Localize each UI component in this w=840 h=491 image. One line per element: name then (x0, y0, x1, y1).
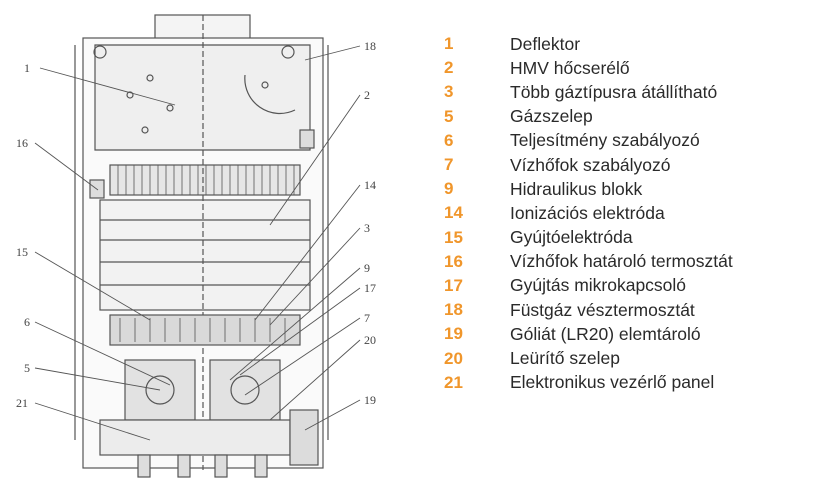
legend-label: Deflektor (510, 33, 581, 54)
legend-label: Góliát (LR20) elemtároló (510, 323, 701, 344)
legend-row: 1 Deflektor (432, 32, 840, 56)
hydraulic-block (209, 359, 281, 421)
legend-number: 7 (444, 155, 454, 175)
legend-label: Teljesítmény szabályozó (510, 130, 700, 151)
callout-16: 16 (16, 136, 28, 150)
legend-row: 15 Gyújtóelektróda (432, 226, 840, 250)
callout-2: 2 (364, 88, 370, 102)
legend-label: Ionizációs elektróda (510, 202, 665, 223)
legend-label: Gyújtóelektróda (510, 227, 633, 248)
legend-number: 18 (444, 300, 463, 320)
legend-row: 6 Teljesítmény szabályozó (432, 129, 840, 153)
legend-label: Vízhőfok határoló termosztát (510, 251, 733, 272)
callout-21: 21 (16, 396, 28, 410)
legend-number: 9 (444, 179, 454, 199)
legend-number: 3 (444, 82, 454, 102)
legend-label: Füstgáz vésztermosztát (510, 299, 695, 320)
control-panel (99, 419, 291, 456)
legend-number: 1 (444, 34, 454, 54)
callout-18: 18 (364, 39, 376, 53)
legend-label: Elektronikus vezérlő panel (510, 372, 715, 393)
legend-row: 16 Vízhőfok határoló termosztát (432, 250, 840, 274)
combustion-chamber (99, 199, 311, 311)
legend-number: 6 (444, 130, 454, 150)
callout-15: 15 (16, 245, 28, 259)
callout-9: 9 (364, 261, 370, 275)
legend-label: Leürítő szelep (510, 348, 620, 369)
legend-row: 5 Gázszelep (432, 105, 840, 129)
legend-number: 16 (444, 251, 463, 271)
legend-label: Gázszelep (510, 106, 593, 127)
water-heater-diagram: 1 2 3 5 6 7 9 14 15 16 17 18 19 20 21 (16, 14, 376, 478)
callout-5: 5 (24, 361, 30, 375)
callout-20: 20 (364, 333, 376, 347)
callout-6: 6 (24, 315, 30, 329)
parts-legend: 1 Deflektor 2 HMV hőcserélő 3 Több gáztípusra… (432, 32, 840, 395)
legend-row: 2 HMV hőcserélő (432, 56, 840, 80)
legend-number: 5 (444, 106, 454, 126)
legend-label: Több gáztípusra átállítható (510, 81, 718, 102)
legend-row: 20 Leürítő szelep (432, 346, 840, 370)
legend-label: Gyújtás mikrokapcsoló (510, 275, 687, 296)
legend-number: 2 (444, 58, 454, 78)
heat-exchanger (109, 164, 301, 196)
legend-label: Hidraulikus blokk (510, 178, 643, 199)
legend-row: 9 Hidraulikus blokk (432, 177, 840, 201)
legend-row: 21 Elektronikus vezérlő panel (432, 371, 840, 395)
callout-19: 19 (364, 393, 376, 407)
legend-row: 14 Ionizációs elektróda (432, 201, 840, 225)
legend-number: 15 (444, 227, 463, 247)
legend-row: 19 Góliát (LR20) elemtároló (432, 322, 840, 346)
legend-number: 17 (444, 275, 463, 295)
callout-1: 1 (24, 61, 30, 75)
callout-17: 17 (364, 281, 376, 295)
legend-number: 14 (444, 203, 463, 223)
legend-row: 18 Füstgáz vésztermosztát (432, 298, 840, 322)
legend-number: 21 (444, 372, 463, 392)
legend-label: Vízhőfok szabályozó (510, 154, 671, 175)
legend-row: 17 Gyújtás mikrokapcsoló (432, 274, 840, 298)
legend-row: 7 Vízhőfok szabályozó (432, 153, 840, 177)
callout-7: 7 (364, 311, 370, 325)
legend-number: 19 (444, 324, 463, 344)
legend-row: 3 Több gáztípusra átállítható (432, 80, 840, 104)
legend-number: 20 (444, 348, 463, 368)
callout-14: 14 (364, 178, 376, 192)
battery-box (289, 409, 319, 466)
callout-3: 3 (364, 221, 370, 235)
legend-label: HMV hőcserélő (510, 57, 630, 78)
burner (109, 314, 301, 346)
